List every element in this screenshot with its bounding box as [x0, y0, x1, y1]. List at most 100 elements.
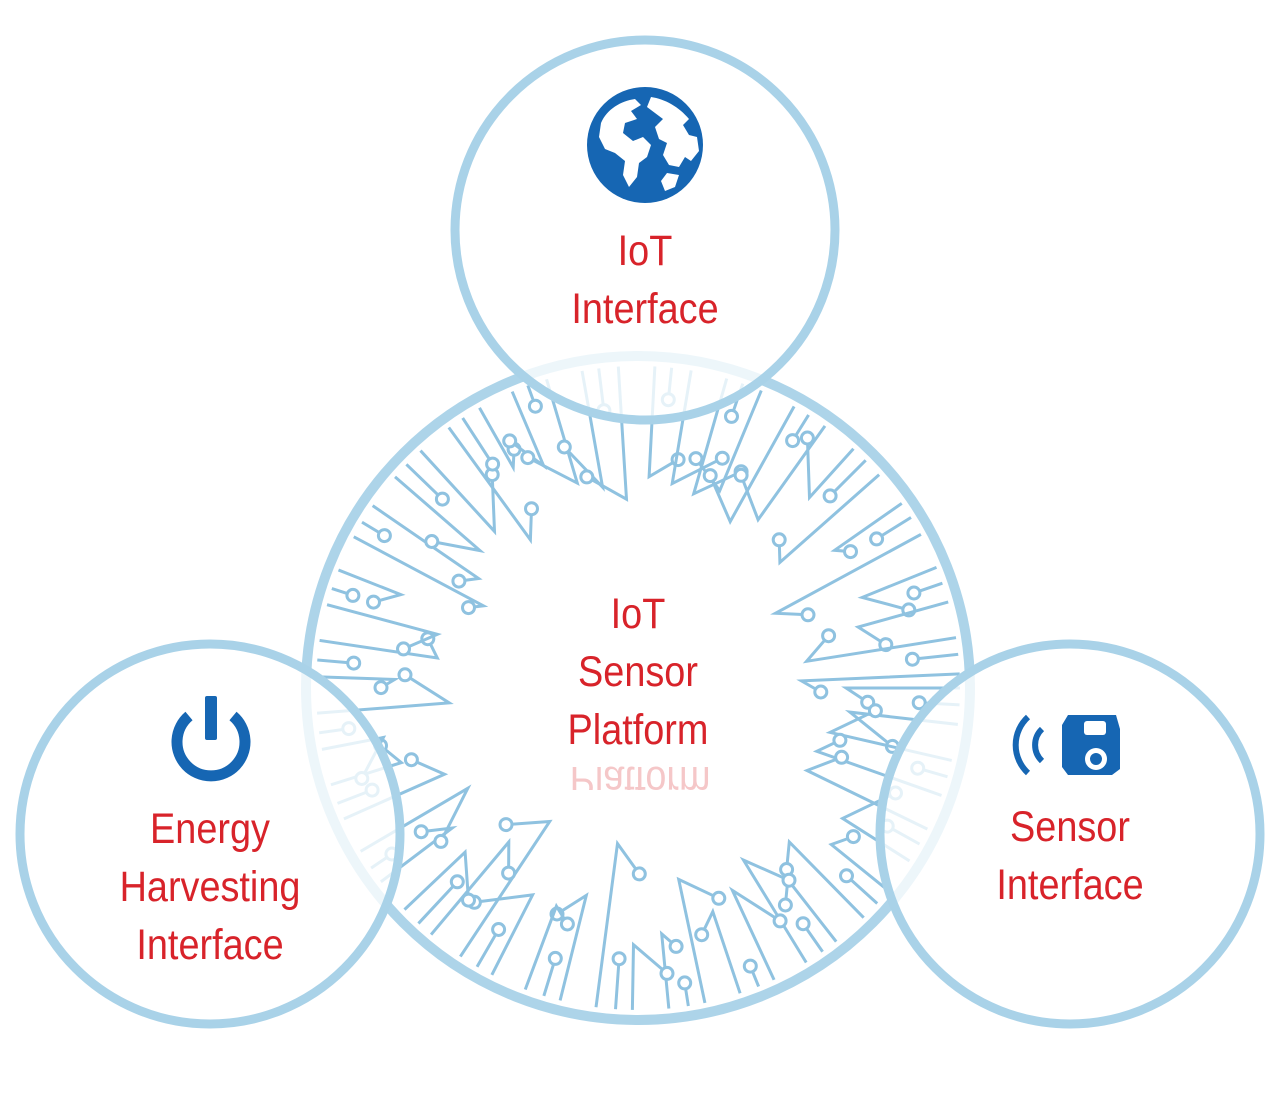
circuit-pad-17 [559, 916, 575, 932]
circuit-pad-33 [451, 573, 467, 589]
right-node-circle [875, 639, 1265, 1029]
circuit-pad-36 [524, 501, 539, 517]
center-label-line-1: IoT [610, 590, 666, 638]
circuit-pad-66 [449, 874, 465, 890]
circuit-trace-19 [453, 819, 553, 966]
circuit-pad-9 [781, 872, 797, 888]
circuit-trace-0 [841, 686, 960, 704]
circuit-trace-36 [441, 418, 533, 545]
power-icon [171, 696, 251, 782]
circuit-trace-53 [854, 597, 959, 646]
circuit-trace-39 [527, 369, 580, 487]
top-node-label-line-2: Interface [571, 285, 719, 333]
left-node-label-line-3: Interface [136, 921, 284, 969]
circuit-trace-11 [700, 907, 745, 1004]
center-label-line-2: Sensor [578, 648, 698, 696]
circuit-pad-4 [834, 749, 850, 765]
circuit-pad-32 [461, 600, 476, 616]
top-node-label: IoT Interface [535, 222, 755, 338]
circuit-pad-82 [906, 585, 922, 601]
circuit-pad-61 [742, 958, 758, 974]
circuit-trace-48 [805, 437, 862, 502]
circuit-trace-6 [828, 835, 897, 899]
circuit-trace-16 [556, 892, 589, 1010]
circuit-trace-15 [593, 839, 641, 1010]
circuit-trace-34 [386, 469, 486, 554]
circuit-pad-47 [733, 467, 749, 483]
circuit-pad-51 [800, 607, 816, 623]
circuit-trace-12 [676, 876, 720, 1010]
circuit-pad-10 [772, 913, 788, 929]
circuit-pad-70 [346, 655, 362, 671]
circuit-trace-14 [630, 941, 668, 1010]
circuit-trace-18 [474, 893, 536, 985]
circuit-pad-27 [397, 667, 413, 683]
circuit-pad-74 [485, 456, 501, 472]
globe-icon [587, 87, 703, 203]
circuit-pad-13 [668, 938, 684, 954]
circuit-trace-46 [708, 396, 801, 525]
circuit-trace-7 [785, 838, 872, 926]
circuit-pad-62 [677, 975, 693, 991]
circuit-trace-21 [396, 848, 470, 918]
circuit-pad-50 [843, 544, 858, 560]
circuit-pad-40 [556, 439, 572, 455]
circuit-trace-9 [739, 856, 813, 972]
circuit-trace-45 [694, 380, 767, 494]
circuit-pad-14 [659, 965, 675, 981]
circuit-pad-15 [631, 866, 647, 882]
center-label-reflection: Platform [569, 757, 711, 790]
circuit-pad-30 [396, 641, 411, 657]
circuit-pad-24 [403, 752, 419, 768]
left-node-label-line-2: Harvesting [119, 863, 301, 911]
right-node-label-line-1: Sensor [1010, 803, 1130, 851]
circuit-pad-11 [694, 927, 710, 943]
center-label: IoT Sensor Platform [550, 585, 726, 759]
circuit-pad-6 [845, 829, 861, 845]
circuit-pad-2 [867, 703, 883, 719]
circuit-trace-10 [728, 886, 781, 990]
car-signal-icon [1012, 714, 1120, 776]
circuit-trace-20 [423, 837, 511, 944]
circuit-pad-46 [702, 468, 718, 484]
left-node-circle [15, 639, 405, 1029]
circuit-pad-64 [547, 950, 563, 966]
right-node-label-line-2: Interface [996, 861, 1144, 909]
circuit-pad-60 [795, 916, 811, 932]
circuit-trace-31 [328, 564, 406, 604]
circuit-trace-52 [857, 562, 947, 612]
circuit-pad-49 [771, 532, 787, 548]
circuit-pad-19 [498, 817, 514, 833]
circuit-pad-31 [366, 594, 381, 610]
circuit-pad-23 [433, 833, 449, 849]
circuit-pad-83 [904, 651, 920, 667]
circuit-pad-34 [424, 534, 440, 549]
circuit-pad-3 [832, 732, 848, 748]
circuit-pad-65 [491, 922, 507, 937]
circuit-trace-35 [412, 442, 497, 536]
circuit-pad-12 [711, 890, 727, 906]
circuit-pad-59 [839, 868, 854, 884]
circuit-pad-73 [434, 491, 450, 507]
top-node-label-line-1: IoT [617, 227, 673, 275]
circuit-pad-48 [799, 430, 815, 446]
circuit-pad-80 [822, 488, 838, 504]
circuit-pad-56 [911, 695, 927, 711]
left-node-label-line-1: Energy [150, 805, 270, 853]
circuit-trace-49 [777, 466, 888, 566]
circuit-pad-79 [785, 433, 801, 449]
top-node-circle [450, 35, 840, 425]
circuit-pad-81 [869, 531, 885, 547]
circuit-pad-22 [413, 824, 429, 840]
circuit-pad-20 [501, 865, 517, 881]
circuit-pad-41 [579, 469, 595, 485]
circuit-pad-55 [813, 684, 829, 700]
circuit-pad-75 [527, 398, 543, 414]
circuit-pad-28 [373, 680, 389, 696]
circuit-pad-38 [502, 433, 518, 449]
circuit-pad-72 [376, 528, 392, 544]
circuit-pad-78 [724, 408, 739, 424]
circuit-pad-63 [611, 951, 627, 967]
circuit-pad-43 [714, 450, 730, 466]
